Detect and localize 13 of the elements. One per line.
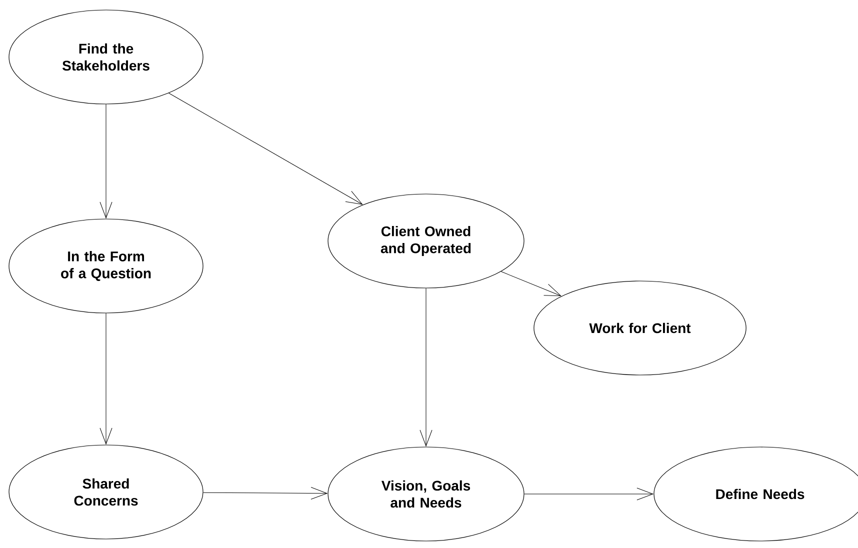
arrow [100, 104, 112, 218]
arrow [524, 488, 654, 500]
ellipse-node: Work for Client [534, 280, 746, 376]
arrow [100, 313, 112, 444]
ellipse-node: Shared Concerns [8, 444, 204, 540]
arrow [500, 271, 562, 296]
arrow [203, 487, 328, 500]
arrow [168, 92, 363, 205]
ellipse-node: Client Owned and Operated [328, 194, 524, 288]
arrow [420, 288, 432, 446]
ellipse-node: Vision, Goals and Needs [328, 446, 524, 542]
ellipse-node: In the Form of a Question [8, 218, 204, 314]
ellipse-node: Find the Stakeholders [8, 10, 204, 104]
